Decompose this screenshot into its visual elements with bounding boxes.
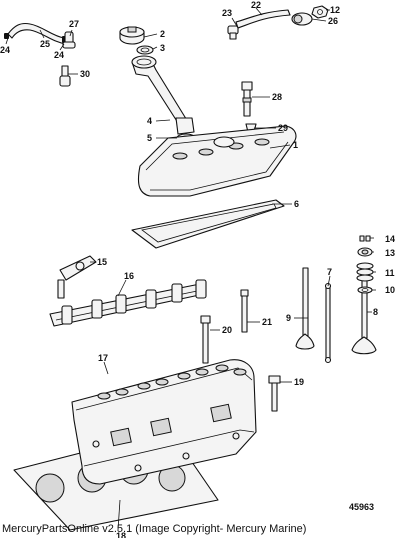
vent-hose — [227, 9, 291, 40]
figure-number: 45963 — [349, 502, 374, 512]
valve-spring-shim — [357, 286, 373, 294]
callout-24-left: 24 — [0, 45, 10, 55]
callout-10: 10 — [385, 285, 395, 295]
valve-spring — [356, 262, 374, 282]
valve-cover — [137, 125, 297, 197]
callout-29: 29 — [278, 123, 288, 133]
callout-25: 25 — [40, 39, 50, 49]
callout-1: 1 — [293, 140, 298, 150]
callout-4: 4 — [147, 116, 152, 126]
cylinder-head — [71, 359, 257, 485]
pcv-valve — [59, 65, 71, 87]
callout-3: 3 — [160, 43, 165, 53]
oil-fill-cap — [119, 26, 145, 45]
oil-fill-seal — [136, 45, 154, 55]
callout-12: 12 — [330, 5, 340, 15]
valve-cover-gasket — [131, 199, 285, 249]
callout-9: 9 — [286, 313, 291, 323]
callout-8: 8 — [373, 307, 378, 317]
callout-5: 5 — [147, 133, 152, 143]
callout-19: 19 — [294, 377, 304, 387]
head-bolt-long — [200, 315, 211, 364]
valve-cover-bolt — [241, 81, 253, 117]
callout-14: 14 — [385, 234, 395, 244]
callout-22: 22 — [251, 0, 261, 10]
oil-fill-tube — [131, 55, 195, 135]
callout-2: 2 — [160, 29, 165, 39]
push-rod — [324, 282, 332, 364]
lifter-guide-bar — [49, 279, 207, 327]
callout-23: 23 — [222, 8, 232, 18]
leader-lines — [5, 7, 376, 531]
callout-13: 13 — [385, 248, 395, 258]
pcv-hose — [4, 22, 67, 45]
head-bolt-medium — [268, 375, 281, 412]
callout-21: 21 — [262, 317, 272, 327]
callout-6: 6 — [294, 199, 299, 209]
callout-15: 15 — [97, 257, 107, 267]
callout-24-right: 24 — [54, 50, 64, 60]
callout-17: 17 — [98, 353, 108, 363]
callout-27: 27 — [69, 19, 79, 29]
nut — [311, 5, 329, 19]
callout-11: 11 — [385, 268, 395, 278]
copyright-caption: MercuryPartsOnline v2.5.1 (Image Copyrig… — [2, 523, 307, 535]
rocker-arm — [57, 255, 97, 299]
callout-16: 16 — [124, 271, 134, 281]
vent-connector — [62, 31, 76, 49]
valve-spring-retainer — [357, 247, 373, 257]
hose-grommet — [291, 12, 313, 26]
valve-keepers — [359, 235, 371, 242]
callout-30: 30 — [80, 69, 90, 79]
head-bolt-short — [240, 289, 249, 333]
callout-20: 20 — [222, 325, 232, 335]
intake-valve — [295, 267, 315, 350]
callout-18: 18 — [116, 531, 126, 538]
callout-28: 28 — [272, 92, 282, 102]
callout-26: 26 — [328, 16, 338, 26]
callout-7: 7 — [327, 267, 332, 277]
